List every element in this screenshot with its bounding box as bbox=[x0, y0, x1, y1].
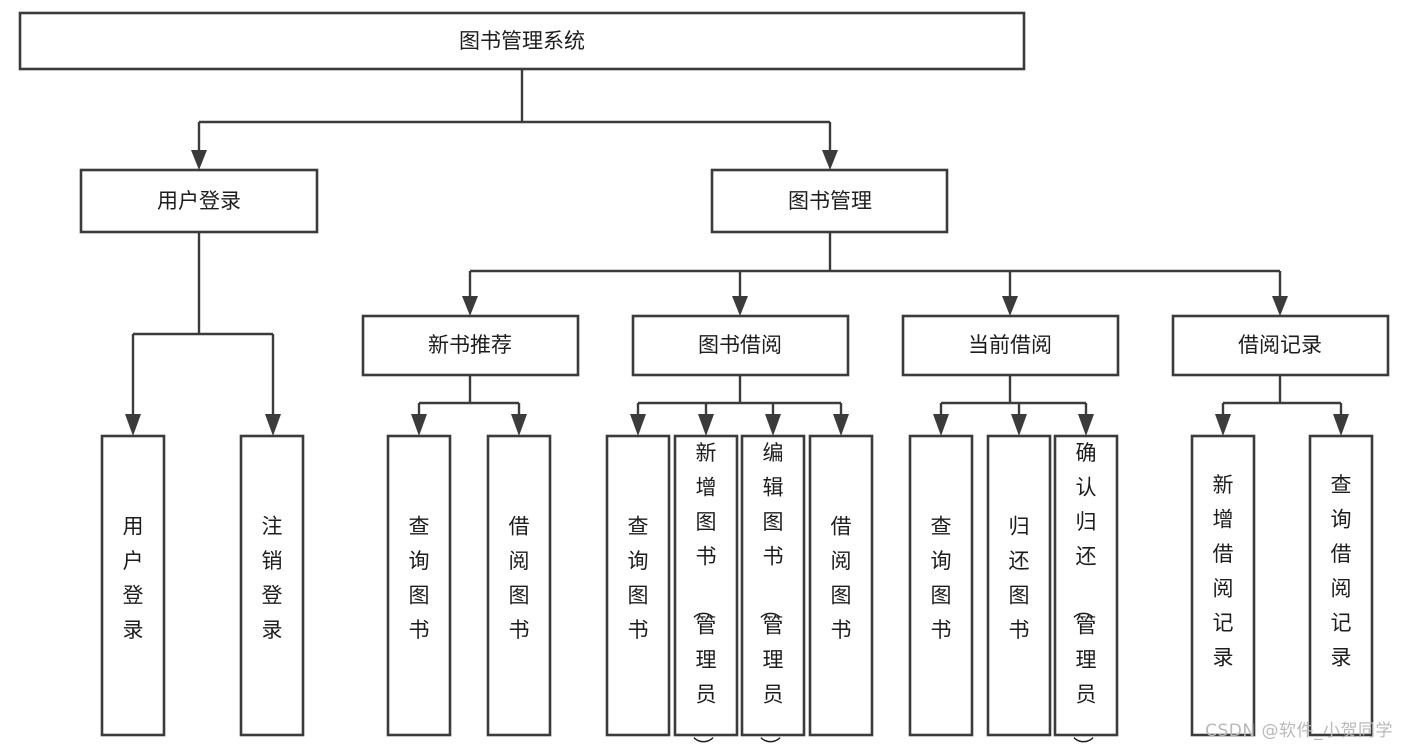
node-new-books-label: 新书推荐 bbox=[428, 333, 512, 357]
leaf-user-login-1-box[interactable] bbox=[100, 434, 166, 737]
leaf-borrow-1[interactable]: 查询图书 bbox=[605, 434, 671, 737]
leaf-current-1-label: 查询图书 bbox=[931, 514, 952, 642]
leaf-current-2-box[interactable] bbox=[986, 434, 1052, 737]
connector-group-root bbox=[191, 69, 838, 170]
arrow-head-borrow-leaf-2 bbox=[698, 414, 714, 436]
connector-group-records bbox=[1215, 375, 1349, 436]
node-current-borrow-box[interactable] bbox=[901, 314, 1120, 377]
node-root-box[interactable] bbox=[18, 11, 1026, 71]
arrow-head-borrow-leaf-1 bbox=[630, 414, 646, 436]
leaf-user-login-2-label: 注销登录 bbox=[262, 514, 283, 642]
connector-group-borrow bbox=[630, 375, 849, 436]
node-new-books[interactable]: 新书推荐 bbox=[361, 314, 580, 377]
leaf-current-3-box[interactable] bbox=[1053, 434, 1119, 737]
arrow-head-current-leaf-2 bbox=[1011, 414, 1027, 436]
arrow-head-user-login bbox=[191, 150, 207, 170]
arrow-head-user-login-leaf-1 bbox=[125, 414, 141, 436]
leaf-borrow-4-label: 借阅图书 bbox=[831, 514, 852, 642]
node-borrow-records-label: 借阅记录 bbox=[1238, 333, 1322, 357]
leaf-borrow-2-label: 新增图书（管理员） bbox=[691, 441, 717, 747]
node-borrow-records-box[interactable] bbox=[1171, 314, 1390, 377]
leaf-records-1-label: 新增借阅记录 bbox=[1213, 473, 1234, 670]
leaf-current-1-box[interactable] bbox=[908, 434, 974, 737]
leaf-borrow-4[interactable]: 借阅图书 bbox=[808, 434, 874, 737]
leaf-records-2[interactable]: 查询借阅记录 bbox=[1308, 434, 1374, 737]
leaf-records-2-label: 查询借阅记录 bbox=[1331, 473, 1352, 670]
node-book-manage[interactable]: 图书管理 bbox=[710, 168, 949, 234]
leaf-new-books-1[interactable]: 查询图书 bbox=[386, 434, 452, 737]
leaf-new-books-2-label: 借阅图书 bbox=[509, 514, 530, 642]
arrow-head-new-books bbox=[462, 296, 478, 316]
node-current-borrow[interactable]: 当前借阅 bbox=[901, 314, 1120, 377]
arrow-head-records bbox=[1272, 296, 1288, 316]
arrow-head-records-leaf-1 bbox=[1215, 414, 1231, 436]
leaf-new-books-2-box[interactable] bbox=[486, 434, 552, 737]
node-borrow[interactable]: 图书借阅 bbox=[631, 314, 850, 377]
node-user-login-label: 用户登录 bbox=[157, 189, 241, 213]
connector-group-user-login bbox=[125, 232, 281, 436]
leaf-records-1[interactable]: 新增借阅记录 bbox=[1190, 434, 1256, 737]
leaf-user-login-1-label: 用户登录 bbox=[123, 514, 144, 642]
arrow-head-new-books-leaf-2 bbox=[511, 414, 527, 436]
leaf-new-books-1-label: 查询图书 bbox=[409, 514, 430, 642]
connector-group-current bbox=[933, 375, 1094, 436]
leaf-borrow-3-label: 编辑图书（管理员） bbox=[758, 441, 784, 747]
csdn-watermark: CSDN @软件_小贺同学 bbox=[1205, 721, 1393, 741]
node-user-login[interactable]: 用户登录 bbox=[79, 168, 319, 234]
leaf-new-books-2[interactable]: 借阅图书 bbox=[486, 434, 552, 737]
node-current-borrow-label: 当前借阅 bbox=[968, 333, 1052, 357]
leaf-current-3[interactable]: 确认归还（管理员） bbox=[1053, 434, 1119, 747]
arrow-head-borrow bbox=[732, 296, 748, 316]
leaf-current-3-label: 确认归还（管理员） bbox=[1071, 441, 1097, 747]
node-root-label: 图书管理系统 bbox=[459, 29, 585, 53]
leaf-new-books-1-box[interactable] bbox=[386, 434, 452, 737]
arrow-head-current bbox=[1002, 296, 1018, 316]
leaf-current-2[interactable]: 归还图书 bbox=[986, 434, 1052, 737]
leaf-user-login-2[interactable]: 注销登录 bbox=[239, 434, 305, 737]
leaf-user-login-2-box[interactable] bbox=[239, 434, 305, 737]
node-book-manage-box[interactable] bbox=[710, 168, 949, 234]
arrow-head-current-leaf-3 bbox=[1078, 414, 1094, 436]
arrow-head-user-login-leaf-2 bbox=[265, 414, 281, 436]
arrow-head-new-books-leaf-1 bbox=[411, 414, 427, 436]
arrow-head-records-leaf-2 bbox=[1333, 414, 1349, 436]
arrow-head-book-manage bbox=[822, 150, 838, 170]
node-book-manage-label: 图书管理 bbox=[788, 189, 872, 213]
connector-group-new-books bbox=[411, 375, 527, 436]
node-borrow-records[interactable]: 借阅记录 bbox=[1171, 314, 1390, 377]
leaf-current-2-label: 归还图书 bbox=[1009, 514, 1030, 642]
leaf-borrow-3-box[interactable] bbox=[740, 434, 806, 737]
leaf-borrow-3[interactable]: 编辑图书（管理员） bbox=[740, 434, 806, 747]
node-borrow-label: 图书借阅 bbox=[698, 333, 782, 357]
node-borrow-box[interactable] bbox=[631, 314, 850, 377]
leaf-records-1-box[interactable] bbox=[1190, 434, 1256, 737]
leaf-borrow-2-box[interactable] bbox=[673, 434, 739, 737]
leaf-current-1[interactable]: 查询图书 bbox=[908, 434, 974, 737]
leaf-borrow-1-label: 查询图书 bbox=[628, 514, 649, 642]
arrow-head-current-leaf-1 bbox=[933, 414, 949, 436]
leaf-borrow-4-box[interactable] bbox=[808, 434, 874, 737]
node-user-login-box[interactable] bbox=[79, 168, 319, 234]
arrow-head-borrow-leaf-3 bbox=[765, 414, 781, 436]
node-root[interactable]: 图书管理系统 bbox=[18, 11, 1026, 71]
leaf-records-2-box[interactable] bbox=[1308, 434, 1374, 737]
leaf-borrow-2[interactable]: 新增图书（管理员） bbox=[673, 434, 739, 747]
leaf-borrow-1-box[interactable] bbox=[605, 434, 671, 737]
node-new-books-box[interactable] bbox=[361, 314, 580, 377]
connector-group-book-manage bbox=[462, 232, 1288, 316]
leaf-user-login-1[interactable]: 用户登录 bbox=[100, 434, 166, 737]
arrow-head-borrow-leaf-4 bbox=[833, 414, 849, 436]
